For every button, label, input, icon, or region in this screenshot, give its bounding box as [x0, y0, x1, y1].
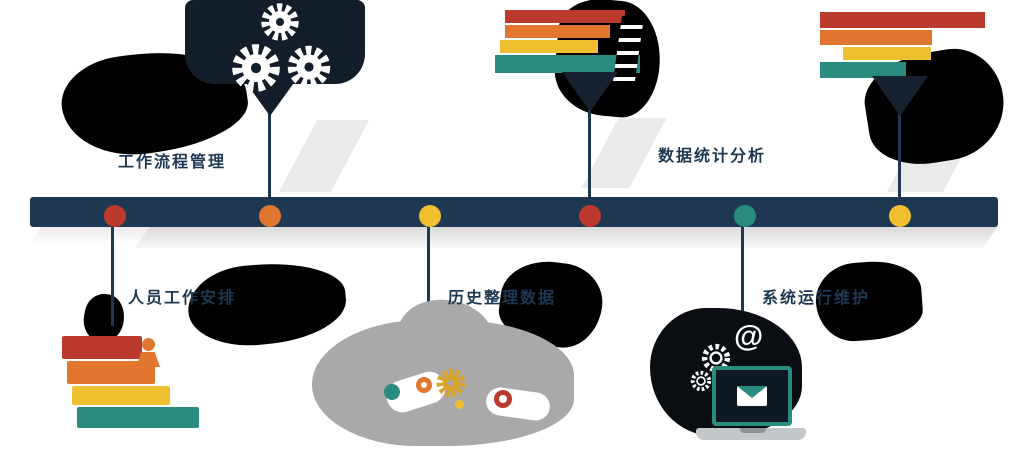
person-icon — [136, 352, 160, 367]
timeline-dot-5 — [734, 205, 756, 227]
timeline-shadow — [31, 226, 150, 241]
section-label: 历史整理数据 — [448, 290, 557, 307]
gear-outline-icon — [690, 370, 712, 392]
at-symbol: @ — [734, 320, 764, 353]
funnel-layer — [62, 336, 142, 359]
timeline-dot-3 — [419, 205, 441, 227]
laptop-notch — [740, 428, 766, 433]
gear-outline-icon — [701, 343, 731, 373]
timeline-bar — [30, 197, 998, 227]
funnel-layer — [67, 361, 155, 384]
gear-dot-icon — [455, 400, 464, 409]
gear-ring-icon — [494, 390, 512, 408]
section-label: 工作流程管理 — [118, 154, 227, 171]
bar-chart-bar — [843, 47, 931, 60]
section-label: 系统运行维护 — [762, 290, 871, 307]
shadow-streak — [278, 120, 370, 192]
timeline-dot-4 — [579, 205, 601, 227]
timeline-shadow — [134, 226, 998, 248]
bar-chart-bar — [495, 55, 640, 73]
gear-icon — [232, 44, 280, 92]
connector-line — [427, 224, 430, 334]
bar-chart-bar — [500, 40, 598, 53]
gear-dot-icon — [384, 384, 400, 400]
laptop-base — [696, 428, 806, 440]
gear-icon — [287, 45, 331, 89]
bar-chart-bar — [820, 62, 906, 78]
connector-line — [741, 224, 744, 322]
timeline-dot-2 — [259, 205, 281, 227]
connector-line — [268, 106, 271, 206]
gear-ring-icon — [416, 377, 432, 393]
section-label: 数据统计分析 — [658, 148, 767, 165]
connector-line — [898, 110, 901, 206]
callout-pointer — [562, 72, 618, 112]
shadow-streak — [581, 118, 667, 188]
bar-chart-bar — [820, 12, 985, 28]
bar-chart-bar — [505, 10, 625, 23]
gear-icon — [436, 368, 466, 398]
funnel-layer — [77, 407, 199, 428]
connector-line — [588, 104, 591, 206]
timeline-dot-6 — [889, 205, 911, 227]
person-icon — [142, 338, 155, 351]
funnel-layer — [72, 386, 170, 405]
timeline-dot-1 — [104, 205, 126, 227]
gear-icon — [261, 3, 299, 41]
bar-chart-bar — [820, 30, 932, 45]
connector-line — [111, 224, 114, 326]
envelope-icon — [737, 386, 767, 406]
callout-pointer — [872, 76, 928, 116]
bar-chart-bar — [505, 25, 610, 38]
section-label: 人员工作安排 — [128, 290, 237, 307]
